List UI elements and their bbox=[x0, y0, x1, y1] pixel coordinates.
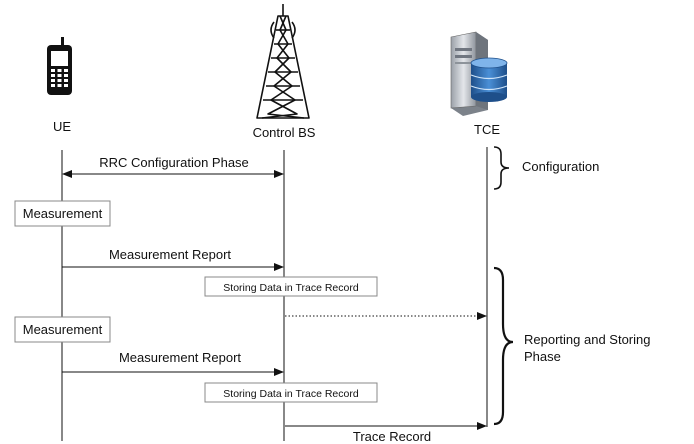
control-bs-label: Control BS bbox=[253, 125, 316, 140]
rrc-config-label: RRC Configuration Phase bbox=[99, 155, 249, 170]
server-database-icon bbox=[450, 31, 508, 116]
tce-label: TCE bbox=[474, 122, 500, 137]
mobile-phone-icon bbox=[47, 37, 72, 95]
cell-tower-icon bbox=[256, 4, 310, 119]
reporting-storing-brace bbox=[493, 266, 514, 426]
measurement-box-1-label: Measurement bbox=[23, 206, 103, 221]
trace-record-label: Trace Record bbox=[353, 429, 431, 444]
configuration-brace bbox=[493, 146, 510, 190]
measurement-box-2 bbox=[14, 316, 111, 343]
measurement-report-label-1: Measurement Report bbox=[109, 247, 231, 262]
storing-data-label-2: Storing Data in Trace Record bbox=[223, 388, 359, 400]
ue-label: UE bbox=[53, 119, 71, 134]
measurement-box-2-label: Measurement bbox=[23, 322, 103, 337]
measurement-report-label-2: Measurement Report bbox=[119, 350, 241, 365]
measurement-box-1 bbox=[14, 200, 111, 227]
configuration-label: Configuration bbox=[522, 159, 599, 174]
storing-data-box-1 bbox=[204, 276, 378, 297]
storing-data-box-2 bbox=[204, 382, 378, 403]
reporting-storing-label-line1: Reporting and Storing bbox=[524, 332, 650, 347]
reporting-storing-label-line2: Phase bbox=[524, 349, 561, 364]
storing-data-label-1: Storing Data in Trace Record bbox=[223, 282, 359, 294]
